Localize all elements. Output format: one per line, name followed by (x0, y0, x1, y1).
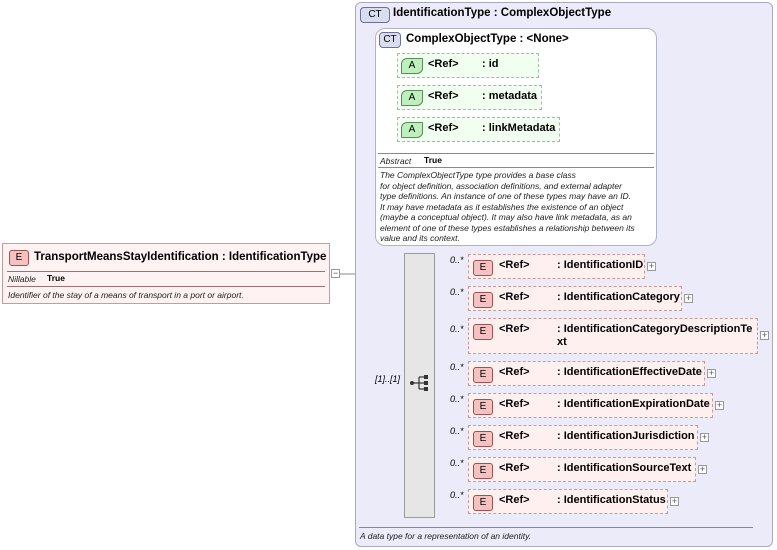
doc-line: value and its context. (380, 233, 460, 243)
root-element-doc: Identifier of the stay of a means of tra… (8, 290, 244, 300)
expand-icon[interactable]: + (647, 261, 656, 271)
attribute-badge: A (401, 58, 423, 74)
attribute-ref: <Ref> (428, 58, 459, 70)
element-badge: E (9, 250, 29, 266)
element-name: : IdentificationID (557, 259, 644, 271)
element-badge: E (473, 260, 493, 276)
attribute-ref: <Ref> (428, 90, 459, 102)
sequence-icon (410, 375, 428, 391)
element-badge: E (473, 495, 493, 511)
root-element-name: TransportMeansStayIdentification (34, 251, 219, 263)
sequence-occurrence: [1]..[1] (375, 374, 401, 384)
doc-line: type definitions. An instance of one of … (380, 191, 632, 201)
expand-icon[interactable]: + (684, 293, 693, 303)
attribute-id[interactable]: A <Ref> : id (397, 53, 539, 78)
element-name: : IdentificationJurisdiction (557, 430, 695, 442)
attribute-name: : id (482, 58, 499, 70)
abstract-value: True (424, 155, 442, 165)
expand-icon[interactable]: + (670, 496, 679, 506)
root-element-type: : IdentificationType (221, 251, 327, 263)
element-ref: <Ref> (499, 291, 530, 303)
attribute-name: : metadata (482, 90, 538, 102)
doc-line: element of one of these types establishe… (380, 222, 635, 233)
element-identification-effective-date[interactable]: E <Ref> : IdentificationEffectiveDate (468, 361, 705, 386)
element-identification-expiration-date[interactable]: E <Ref> : IdentificationExpirationDate (468, 393, 713, 418)
element-ref: <Ref> (499, 462, 530, 474)
divider (7, 271, 325, 272)
occurrence-label: 0..* (450, 255, 464, 265)
element-name: : IdentificationEffectiveDate (557, 366, 702, 378)
element-badge: E (473, 324, 493, 340)
element-identification-category-description-text[interactable]: E <Ref> : IdentificationCategoryDescript… (468, 318, 758, 354)
attribute-badge: A (401, 90, 423, 106)
occurrence-label: 0..* (450, 394, 464, 404)
element-name: : IdentificationCategoryDescriptionText (557, 323, 753, 348)
element-badge: E (473, 463, 493, 479)
element-name: : IdentificationCategory (557, 291, 680, 303)
occurrence-label: 0..* (450, 458, 464, 468)
element-name: : IdentificationStatus (557, 494, 666, 506)
element-badge: E (473, 431, 493, 447)
occurrence-label: 0..* (450, 362, 464, 372)
attribute-ref: <Ref> (428, 122, 459, 134)
occurrence-label: 0..* (450, 287, 464, 297)
nillable-label: Nillable (8, 274, 36, 284)
root-element-box[interactable]: E TransportMeansStayIdentification : Ide… (2, 243, 330, 304)
base-type-title: ComplexObjectType : <None> (406, 33, 569, 45)
element-identification-id[interactable]: E <Ref> : IdentificationID (468, 254, 645, 279)
attribute-linkmetadata[interactable]: A <Ref> : linkMetadata (397, 117, 560, 142)
element-name: : IdentificationSourceText (557, 462, 692, 474)
element-identification-status[interactable]: E <Ref> : IdentificationStatus (468, 489, 668, 514)
expand-icon[interactable]: + (700, 432, 709, 442)
doc-line: (maybe a conceptual object). It may also… (380, 212, 632, 222)
element-ref: <Ref> (499, 259, 530, 271)
doc-line: It may have metadata as it establishes t… (380, 201, 624, 212)
doc-line: The ComplexObjectType type provides a ba… (380, 170, 576, 180)
element-ref: <Ref> (499, 398, 530, 410)
element-identification-source-text[interactable]: E <Ref> : IdentificationSourceText (468, 457, 696, 482)
element-identification-category[interactable]: E <Ref> : IdentificationCategory (468, 286, 682, 311)
expand-icon[interactable]: + (715, 400, 724, 410)
divider (378, 167, 654, 168)
element-ref: <Ref> (499, 323, 530, 335)
element-badge: E (473, 367, 493, 383)
element-ref: <Ref> (499, 430, 530, 442)
expand-icon[interactable]: + (760, 330, 769, 340)
divider (7, 286, 325, 287)
element-badge: E (473, 399, 493, 415)
complex-type-title: IdentificationType : ComplexObjectType (393, 7, 612, 19)
divider (359, 527, 753, 528)
doc-line: for object definition, association defin… (380, 180, 622, 191)
occurrence-label: 0..* (450, 324, 464, 334)
element-badge: E (473, 292, 493, 308)
element-identification-jurisdiction[interactable]: E <Ref> : IdentificationJurisdiction (468, 425, 698, 450)
attribute-metadata[interactable]: A <Ref> : metadata (397, 85, 542, 110)
element-name: : IdentificationExpirationDate (557, 398, 710, 410)
divider (378, 153, 654, 154)
base-type-badge: CT (379, 32, 401, 48)
attribute-badge: A (401, 122, 423, 138)
occurrence-label: 0..* (450, 426, 464, 436)
nillable-value: True (47, 273, 65, 283)
complex-type-doc: A data type for a representation of an i… (360, 531, 532, 541)
attribute-name: : linkMetadata (482, 122, 556, 134)
element-ref: <Ref> (499, 366, 530, 378)
complex-type-badge: CT (360, 7, 390, 23)
expand-icon[interactable]: + (707, 368, 716, 378)
occurrence-label: 0..* (450, 490, 464, 500)
element-ref: <Ref> (499, 494, 530, 506)
root-element-title: TransportMeansStayIdentification : Ident… (34, 251, 326, 263)
expand-icon[interactable]: + (698, 464, 707, 474)
base-type-doc: The ComplexObjectType type provides a ba… (380, 170, 656, 244)
abstract-label: Abstract (380, 156, 412, 166)
collapse-toggle-icon[interactable]: − (331, 268, 340, 278)
